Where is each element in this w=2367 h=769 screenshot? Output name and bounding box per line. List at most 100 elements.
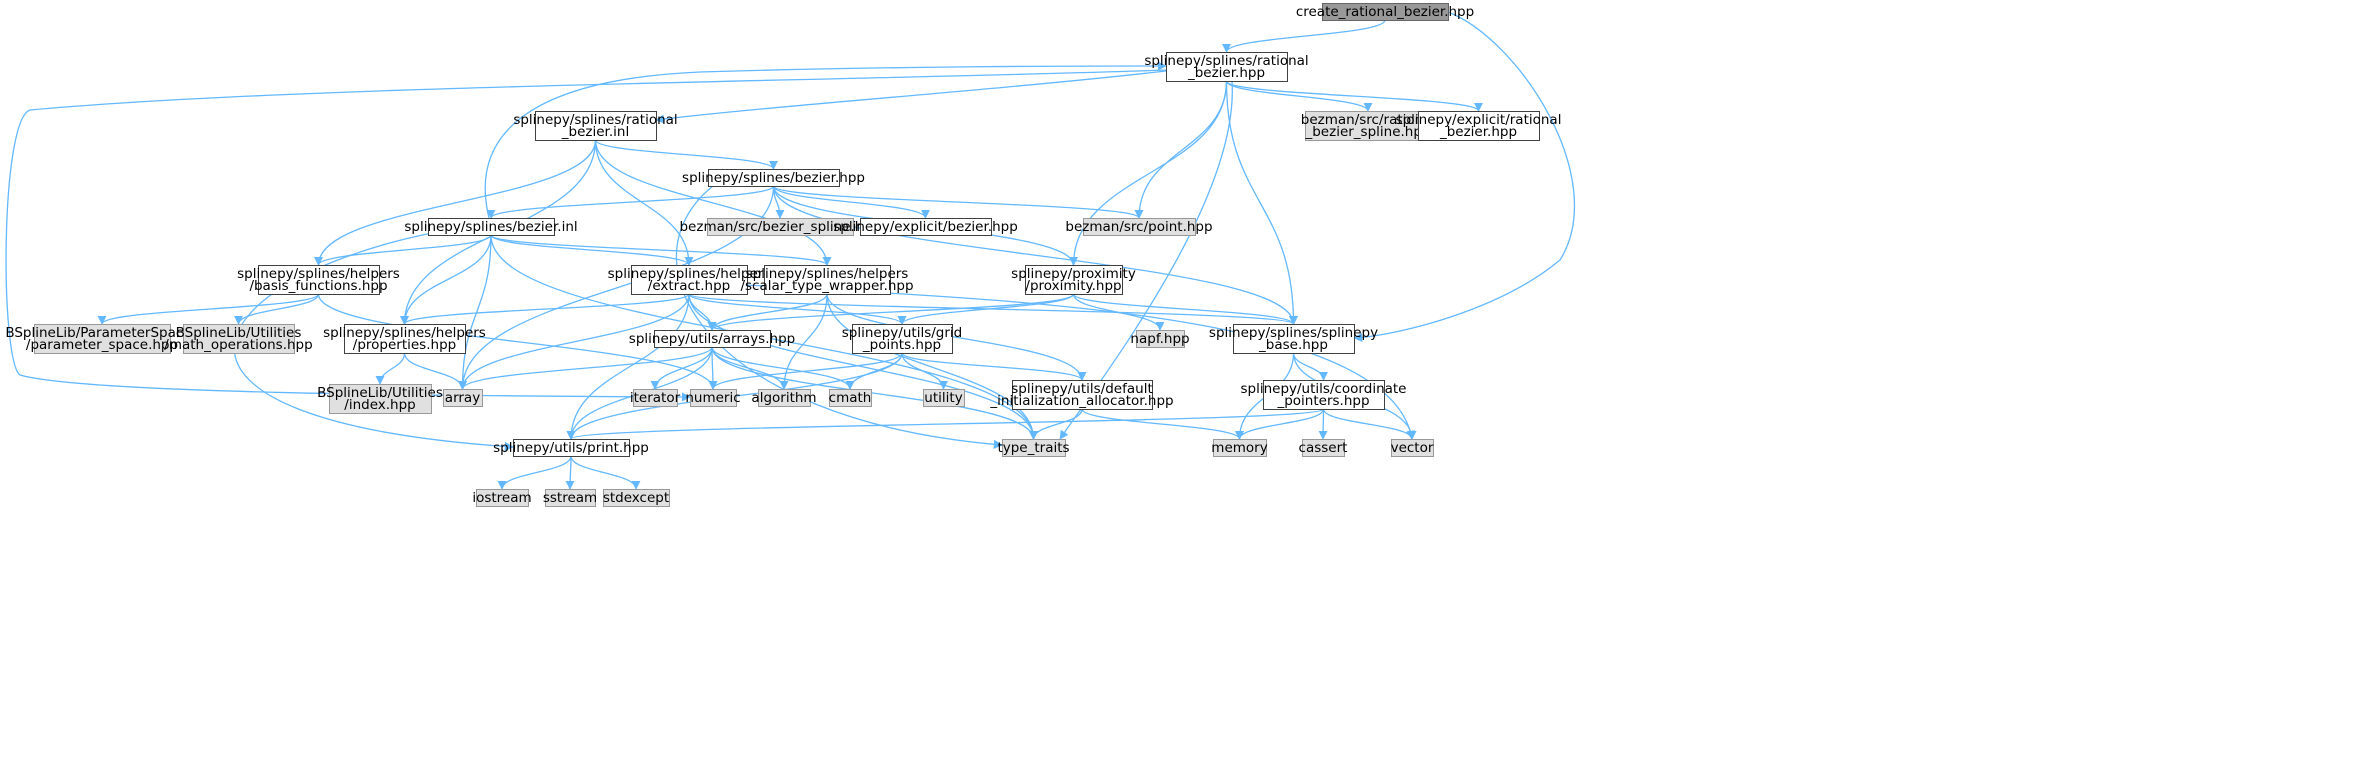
- edge-scalar_type-to-type_traits: [826, 293, 1039, 440]
- node-label-arrays: splinepy/utils/arrays.hpp: [629, 331, 795, 347]
- node-box-stdexcept: [603, 489, 670, 507]
- edge-default_alloc-to-type_traits: [1028, 408, 1083, 440]
- edge-bezier_inl-to-rb_hpp: [484, 61, 1167, 219]
- edge-bezier_inl-to-properties: [399, 234, 492, 325]
- node-iterator: iterator: [630, 389, 681, 407]
- node-label-type_traits: type_traits: [997, 440, 1069, 456]
- node-rb_inl[interactable]: splinepy/splines/rational_bezier.inl: [513, 111, 678, 141]
- node-label-rb_hpp: splinepy/splines/rational: [1144, 53, 1308, 69]
- node-box-index_hpp: [329, 384, 432, 414]
- node-label-iterator: iterator: [630, 390, 681, 406]
- node-box-rb_inl: [535, 111, 657, 141]
- edge-bezier_inl-to-basis_functions: [314, 234, 492, 266]
- node-label-extract: /extract.hpp: [648, 278, 730, 294]
- node-box-arrays: [654, 330, 771, 348]
- edge-rb_hpp-to-numeric: [5, 69, 1167, 402]
- node-label-basis_functions: /basis_functions.hpp: [249, 278, 387, 294]
- node-bz_rat_spline: bezman/src/rational_bezier_spline.hpp: [1301, 111, 1435, 141]
- node-basis_functions[interactable]: splinepy/splines/helpers/basis_functions…: [237, 265, 400, 295]
- edge-rb_hpp-to-splinepy_base: [1225, 80, 1299, 325]
- edge-extract-to-grid_points: [688, 293, 907, 325]
- node-box-utility: [923, 389, 965, 407]
- node-proximity[interactable]: splinepy/proximity/proximity.hpp: [1011, 265, 1136, 295]
- edge-rb_inl-to-bezier_hpp: [594, 139, 778, 170]
- node-box-scalar_type: [764, 265, 891, 295]
- node-root: create_rational_bezier.hpp: [1296, 3, 1474, 21]
- node-label-splinepy_base: _base.hpp: [1258, 337, 1328, 353]
- node-label-default_alloc: _initialization_allocator.hpp: [989, 393, 1173, 409]
- node-coord_pointers[interactable]: splinepy/utils/coordinate_pointers.hpp: [1240, 380, 1407, 410]
- node-extract[interactable]: splinepy/splines/helpers/extract.hpp: [608, 265, 771, 295]
- edge-proximity-to-grid_points: [897, 293, 1075, 325]
- node-box-splinepy_base: [1233, 324, 1355, 354]
- edge-grid_points-to-numeric: [708, 352, 903, 390]
- node-label-bz_rat_spline: bezman/src/rational: [1301, 112, 1435, 128]
- node-array: array: [443, 389, 483, 407]
- edge-root-to-rb_hpp: [1222, 19, 1386, 53]
- node-label-rb_inl: splinepy/splines/rational: [513, 112, 677, 128]
- node-label-math_ops: /math_operations.hpp: [164, 337, 312, 353]
- edge-scalar_type-to-arrays: [707, 293, 828, 331]
- edge-bezier_hpp-to-bz_point: [772, 185, 1144, 219]
- edge-scalar_type-to-algorithm: [779, 293, 828, 390]
- node-utility: utility: [923, 389, 965, 407]
- node-box-properties: [344, 324, 466, 354]
- node-box-cmath: [829, 389, 872, 407]
- node-box-bezier_inl: [428, 218, 555, 236]
- edge-extract-to-type_traits: [688, 293, 1039, 440]
- node-box-grid_points: [852, 324, 953, 354]
- edge-rb_hpp-to-explicit_rb: [1225, 80, 1483, 112]
- node-print[interactable]: splinepy/utils/print.hpp: [493, 439, 649, 457]
- node-label-napf: napf.hpp: [1130, 331, 1189, 347]
- edge-proximity-to-arrays: [707, 293, 1075, 331]
- node-box-algorithm: [758, 389, 811, 407]
- node-rb_hpp[interactable]: splinepy/splines/rational_bezier.hpp: [1144, 52, 1309, 82]
- node-default_alloc[interactable]: splinepy/utils/default_initialization_al…: [989, 380, 1174, 410]
- node-box-memory: [1213, 439, 1267, 457]
- node-box-napf: [1136, 330, 1185, 348]
- node-iostream: iostream: [472, 489, 532, 507]
- node-grid_points[interactable]: splinepy/utils/grid_points.hpp: [842, 324, 962, 354]
- node-box-array: [443, 389, 483, 407]
- node-box-default_alloc: [1012, 380, 1153, 410]
- edge-arrays-to-iterator: [650, 346, 713, 390]
- node-label-index_hpp: /index.hpp: [344, 397, 415, 413]
- node-bezier_inl[interactable]: splinepy/splines/bezier.inl: [404, 218, 578, 236]
- node-box-numeric: [690, 389, 737, 407]
- edge-coord_pointers-to-vector: [1322, 408, 1417, 440]
- edge-bezier_inl-to-scalar_type: [490, 234, 832, 266]
- node-box-type_traits: [1002, 439, 1066, 457]
- node-label-basis_functions: splinepy/splines/helpers: [237, 266, 400, 282]
- node-algorithm: algorithm: [751, 389, 817, 407]
- node-bz_point: bezman/src/point.hpp: [1065, 218, 1213, 236]
- node-box-coord_pointers: [1263, 380, 1385, 410]
- node-explicit_bezier[interactable]: splinepy/explicit/bezier.hpp: [833, 218, 1018, 236]
- edge-proximity-to-napf: [1072, 293, 1165, 331]
- node-label-param_space: BSplineLib/ParameterSpaces: [5, 325, 198, 341]
- edge-rb_hpp-to-bz_point: [1134, 80, 1228, 219]
- edge-basis_functions-to-numeric: [317, 293, 718, 390]
- node-vector: vector: [1391, 439, 1434, 457]
- node-memory: memory: [1211, 439, 1268, 457]
- node-index_hpp: BSplineLib/Utilities/index.hpp: [317, 384, 443, 414]
- node-label-bz_rat_spline: _bezier_spline.hpp: [1304, 124, 1430, 140]
- node-splinepy_base[interactable]: splinepy/splines/splinepy_base.hpp: [1209, 324, 1378, 354]
- node-bezier_hpp[interactable]: splinepy/splines/bezier.hpp: [682, 169, 865, 187]
- node-label-cassert: cassert: [1299, 440, 1348, 456]
- node-label-rb_hpp: _bezier.hpp: [1187, 65, 1265, 81]
- node-box-rb_hpp: [1166, 52, 1288, 82]
- node-label-explicit_rb: splinepy/explicit/rational: [1396, 112, 1562, 128]
- node-label-coord_pointers: splinepy/utils/coordinate: [1240, 381, 1406, 397]
- edge-coord_pointers-to-print: [566, 408, 1325, 440]
- node-label-coord_pointers: _pointers.hpp: [1276, 393, 1369, 409]
- node-scalar_type[interactable]: splinepy/splines/helpers/scalar_type_wra…: [740, 265, 914, 295]
- edge-rb_hpp-to-rb_inl: [655, 70, 1167, 124]
- node-arrays[interactable]: splinepy/utils/arrays.hpp: [629, 330, 795, 348]
- node-label-bezier_inl: splinepy/splines/bezier.inl: [404, 219, 577, 235]
- node-explicit_rb[interactable]: splinepy/explicit/rational_bezier.hpp: [1396, 111, 1562, 141]
- edge-arrays-to-cmath: [711, 346, 855, 390]
- node-math_ops: BSplineLib/Utilities/math_operations.hpp: [164, 324, 313, 354]
- node-properties[interactable]: splinepy/splines/helpers/properties.hpp: [323, 324, 486, 354]
- node-label-extract: splinepy/splines/helpers: [608, 266, 771, 282]
